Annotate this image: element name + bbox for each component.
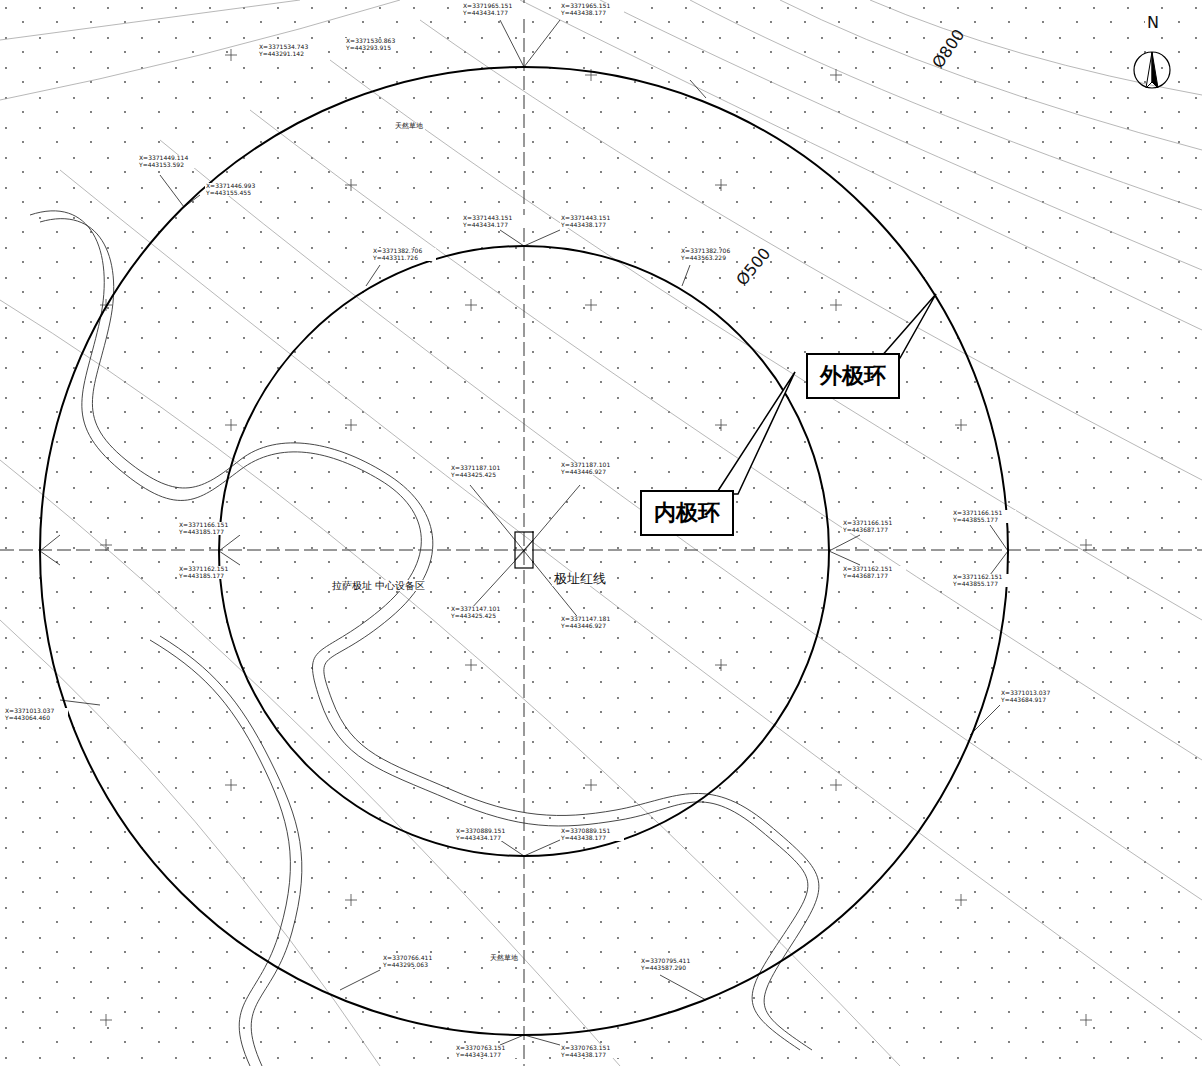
coordinate-label: X=3371013.037 Y=443684.917 — [1000, 690, 1064, 703]
leader-lines — [40, 20, 1008, 1045]
inner-ring — [219, 246, 829, 856]
map-label: Ø800 — [928, 24, 969, 73]
coordinate-label: X=3370889.151 Y=443434.177 — [455, 828, 519, 841]
coordinate-label: X=3371965.151 Y=443438.177 — [560, 3, 624, 16]
river-bank — [30, 211, 819, 1066]
coordinate-label: X=3371965.151 Y=443434.177 — [462, 3, 526, 16]
map-label: 拉萨极址 中心设备区 — [330, 580, 427, 591]
coordinate-label: X=3371162.151 Y=443687.177 — [842, 566, 906, 579]
coordinate-label: X=3371443.151 Y=443434.177 — [462, 215, 526, 228]
coordinate-label: X=3370795.411 Y=443587.290 — [640, 958, 704, 971]
map-label: 天然草地 — [393, 123, 425, 131]
site-red-line — [515, 532, 533, 568]
coordinate-label: X=3371382.706 Y=443311.726 — [372, 248, 436, 261]
outer-ring — [40, 67, 1008, 1035]
coordinate-label: X=3371382.706 Y=443563.229 — [680, 248, 744, 261]
coordinate-label: X=3371162.151 Y=443185.177 — [178, 566, 242, 579]
callout-text: 内极环 — [654, 498, 720, 528]
callout-box: 外极环 — [806, 353, 900, 399]
coordinate-label: X=3371166.151 Y=443687.177 — [842, 520, 906, 533]
grid-crosses — [100, 49, 1092, 1026]
coordinate-label: X=3371449.114 Y=443153.592 — [138, 155, 202, 168]
axis-east-west — [0, 550, 1202, 551]
callout-box: 内极环 — [640, 490, 734, 536]
callout-text: 外极环 — [820, 361, 886, 391]
coordinate-label: X=3371166.151 Y=443855.177 — [952, 510, 1016, 523]
coordinate-label: X=3371534.743 Y=443291.142 — [258, 44, 322, 57]
coordinate-label: X=3370763.151 Y=443434.177 — [455, 1045, 519, 1058]
coordinate-label: X=3371147.181 Y=443446.927 — [560, 616, 624, 629]
map-label: 极址红线 — [552, 572, 608, 586]
coordinate-label: X=3371147.101 Y=443425.425 — [450, 606, 514, 619]
coordinate-label: X=3370763.151 Y=443438.177 — [560, 1045, 624, 1058]
coordinate-label: X=3371443.151 Y=443438.177 — [560, 215, 624, 228]
coordinate-label: X=3371013.037 Y=443064.460 — [4, 708, 68, 721]
coordinate-label: X=3371446.993 Y=443155.455 — [205, 183, 269, 196]
coordinate-label: X=3370889.151 Y=443438.177 — [560, 828, 624, 841]
map-label: 天然草地 — [488, 955, 520, 963]
map-label: N — [1145, 14, 1161, 32]
coordinate-label: X=3371187.101 Y=443446.927 — [560, 462, 624, 475]
coordinate-label: X=3370766.411 Y=443295.063 — [382, 955, 446, 968]
coordinate-label: X=3371187.101 Y=443425.425 — [450, 465, 514, 478]
coordinate-label: X=3371166.151 Y=443185.177 — [178, 522, 242, 535]
callout-pointers — [716, 294, 936, 494]
coordinate-label: X=3371162.151 Y=443855.177 — [952, 574, 1016, 587]
coordinate-label: X=3371530.863 Y=443293.915 — [345, 38, 409, 51]
axis-north-south — [524, 0, 525, 1066]
north-arrow — [1134, 52, 1170, 88]
